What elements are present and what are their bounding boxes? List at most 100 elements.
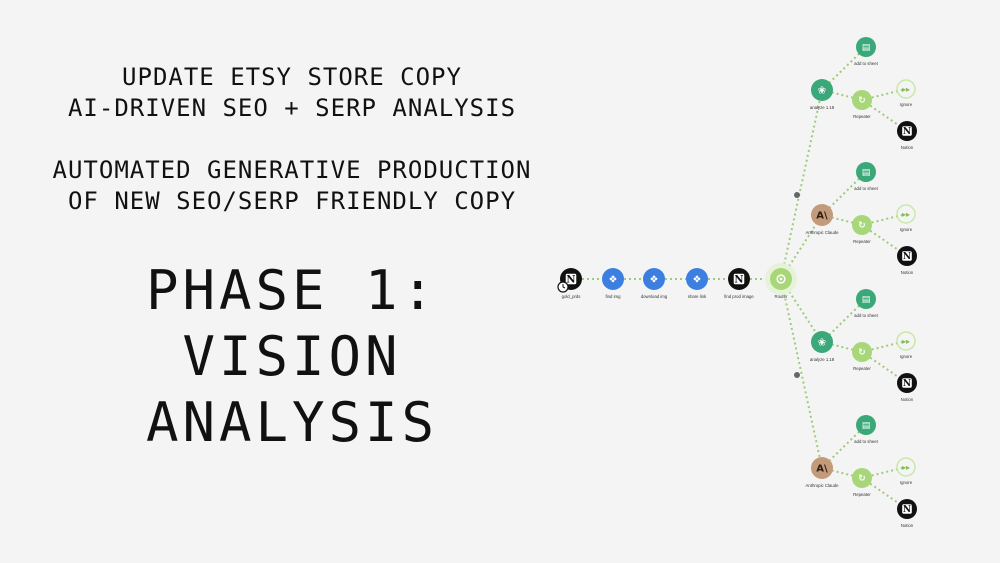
router-icon [776, 274, 786, 284]
svg-text:▸▸: ▸▸ [902, 210, 910, 219]
phase-line-3: ANALYSIS [145, 391, 439, 454]
svg-text:▸▸: ▸▸ [902, 337, 910, 346]
node-label: Notion [901, 523, 914, 528]
svg-text:▸▸: ▸▸ [902, 463, 910, 472]
heading-line-1: UPDATE ETSY STORE COPY [122, 63, 462, 91]
branch-3-sheet-module[interactable]: ▤ add to sheet [854, 289, 879, 318]
notion-icon: N [902, 126, 912, 137]
branch-2-ai-module[interactable]: A\ Anthropic Claude [806, 204, 840, 235]
fast-forward-icon: ▸▸ [902, 463, 910, 472]
svg-text:N: N [903, 505, 911, 515]
node-label: Anthropic Claude [806, 230, 840, 235]
svg-text:❀: ❀ [818, 338, 826, 349]
module-m3[interactable]: ❖ download img [641, 268, 668, 299]
node-label: Router [775, 294, 788, 299]
dropbox-icon: ❖ [609, 275, 618, 286]
node-label: Repeater [853, 114, 871, 119]
svg-text:❖: ❖ [609, 275, 618, 286]
openai-icon: ❀ [818, 338, 826, 349]
repeat-icon: ↻ [858, 221, 866, 231]
node-label: download img [641, 294, 668, 299]
notion-icon: N [902, 251, 912, 262]
svg-text:▤: ▤ [862, 421, 871, 431]
node-label: Ignore [900, 102, 913, 107]
node-label: Ignore [900, 227, 913, 232]
svg-text:❖: ❖ [650, 275, 659, 286]
branch-3-ai-module[interactable]: ❀ analyze 1.18 [810, 331, 835, 362]
node-label: gold_prds [562, 294, 581, 299]
branch-2-repeater-module[interactable]: ↻ Repeater [852, 215, 872, 244]
repeat-icon: ↻ [858, 96, 866, 106]
node-label: find prod image [724, 294, 754, 299]
module-m4[interactable]: ❖ share link [686, 268, 708, 299]
sheets-icon: ▤ [862, 168, 871, 178]
svg-text:N: N [903, 127, 911, 137]
heading-line-3: AUTOMATED GENERATIVE PRODUCTION [52, 156, 532, 184]
phase-line-2: VISION [182, 325, 402, 388]
fast-forward-icon: ▸▸ [902, 85, 910, 94]
anthropic-icon: A\ [816, 211, 828, 222]
notion-icon: N [733, 273, 745, 286]
connector-line [780, 278, 823, 469]
dropbox-icon: ❖ [650, 275, 659, 286]
branch-1-ignore-module[interactable]: ▸▸ Ignore [896, 79, 916, 107]
module-m6[interactable]: Router [765, 263, 797, 299]
filter-icon[interactable] [794, 192, 800, 198]
fast-forward-icon: ▸▸ [902, 337, 910, 346]
svg-text:❖: ❖ [693, 275, 702, 286]
svg-text:↻: ↻ [858, 474, 866, 484]
node-label: Ignore [900, 354, 913, 359]
svg-text:↻: ↻ [858, 221, 866, 231]
branch-4-ignore-module[interactable]: ▸▸Ignore [896, 457, 916, 485]
node-label: Notion [901, 397, 914, 402]
node-label: add to sheet [854, 439, 878, 444]
svg-text:N: N [903, 379, 911, 389]
svg-text:N: N [903, 252, 911, 262]
branch-1-repeater-module[interactable]: ↻ Repeater [852, 90, 872, 119]
branch-3-notion-module[interactable]: N Notion [897, 373, 917, 402]
sheets-icon: ▤ [862, 43, 871, 53]
connector-line [780, 89, 823, 280]
phase-title: PHASE 1: VISION ANALYSIS [0, 258, 584, 456]
node-label: Repeater [853, 492, 871, 497]
node-label: Notion [901, 145, 914, 150]
notion-icon: N [565, 273, 577, 286]
branch-2-sheet-module[interactable]: ▤add to sheet [854, 162, 879, 191]
branch-4-notion-module[interactable]: N Notion [897, 499, 917, 528]
svg-text:❀: ❀ [818, 86, 826, 97]
branch-2-ignore-module[interactable]: ▸▸ Ignore [896, 204, 916, 232]
heading-line-2: AI-DRIVEN SEO + SERP ANALYSIS [67, 94, 517, 122]
branch-1-sheet-module[interactable]: ▤ add to sheet [854, 37, 879, 66]
openai-icon: ❀ [818, 86, 826, 97]
svg-text:A\: A\ [816, 211, 828, 222]
filter-icon[interactable] [794, 372, 800, 378]
svg-text:A\: A\ [816, 464, 828, 475]
branch-1-ai-module[interactable]: ❀analyze 1.18 [810, 79, 835, 110]
node-label: Repeater [853, 239, 871, 244]
svg-text:▤: ▤ [862, 168, 871, 178]
node-label: add to sheet [854, 61, 878, 66]
sheets-icon: ▤ [862, 421, 871, 431]
node-label: add to sheet [854, 313, 878, 318]
phase-line-1: PHASE 1: [145, 259, 439, 322]
module-m2[interactable]: ❖find img [602, 268, 624, 299]
branch-3-repeater-module[interactable]: ↻Repeater [852, 342, 872, 371]
branch-4-repeater-module[interactable]: ↻ Repeater [852, 468, 872, 497]
node-label: share link [688, 294, 707, 299]
notion-icon: N [902, 378, 912, 389]
repeat-icon: ↻ [858, 474, 866, 484]
svg-text:▤: ▤ [862, 295, 871, 305]
branch-4-ai-module[interactable]: A\Anthropic Claude [806, 457, 840, 488]
branch-4-sheet-module[interactable]: ▤ add to sheet [854, 415, 879, 444]
heading-line-4: OF NEW SEO/SERP FRIENDLY COPY [67, 187, 517, 215]
dropbox-icon: ❖ [693, 275, 702, 286]
branch-1-notion-module[interactable]: N Notion [897, 121, 917, 150]
svg-text:▤: ▤ [862, 43, 871, 53]
schedule-clock-icon[interactable] [557, 281, 569, 293]
branch-3-ignore-module[interactable]: ▸▸ Ignore [896, 331, 916, 359]
node-label: analyze 1.18 [810, 357, 835, 362]
svg-text:N: N [734, 275, 743, 286]
